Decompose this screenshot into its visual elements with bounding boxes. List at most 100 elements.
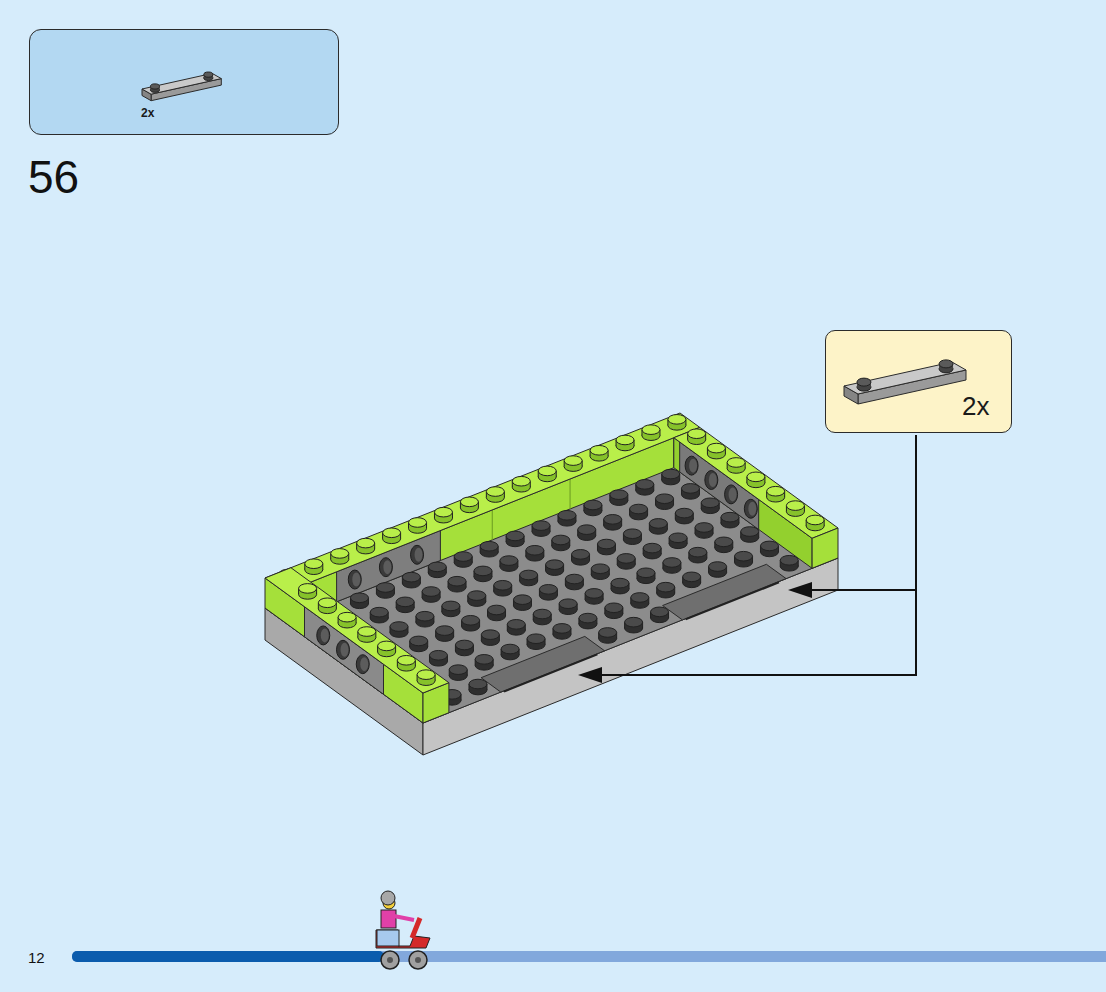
stud xyxy=(617,554,635,564)
stud xyxy=(357,538,375,548)
plate-slot xyxy=(663,564,787,620)
stud xyxy=(695,523,713,533)
stud xyxy=(331,549,349,559)
stud xyxy=(481,630,499,640)
stud xyxy=(651,607,669,617)
technic-hole xyxy=(411,545,424,564)
minifigure-scooter xyxy=(376,891,430,969)
quantity-label: 2x xyxy=(141,107,154,119)
stud xyxy=(643,543,661,553)
stud xyxy=(701,498,719,508)
wall-brick xyxy=(311,438,674,612)
technic-hole xyxy=(709,473,717,487)
stud xyxy=(564,456,582,466)
stud xyxy=(358,627,376,637)
stud xyxy=(526,545,544,555)
stud xyxy=(565,574,583,584)
stud xyxy=(338,612,356,622)
stud xyxy=(527,634,545,644)
stud xyxy=(422,587,440,597)
stud xyxy=(610,490,628,500)
stud xyxy=(402,572,420,582)
stud xyxy=(350,593,368,603)
technic-hole xyxy=(383,560,391,574)
step-number: 56 xyxy=(28,154,79,200)
stud xyxy=(616,435,634,445)
stud xyxy=(299,584,317,594)
plate-slot xyxy=(481,636,604,692)
stud xyxy=(657,582,675,592)
wheel xyxy=(409,951,427,969)
wall-top xyxy=(265,413,700,592)
stud xyxy=(370,607,388,617)
stud xyxy=(656,494,674,504)
stud xyxy=(378,641,396,651)
stud xyxy=(707,443,725,453)
stud xyxy=(636,480,654,490)
stud xyxy=(597,539,615,549)
leader-line xyxy=(808,589,916,591)
technic-hole xyxy=(379,558,392,577)
stud xyxy=(735,551,753,561)
stud xyxy=(436,626,454,636)
stud xyxy=(475,655,493,665)
stud xyxy=(623,529,641,539)
stud xyxy=(760,541,778,551)
technic-hole xyxy=(352,573,360,587)
progress-fill xyxy=(72,951,384,962)
plate-slot xyxy=(686,582,779,619)
stud xyxy=(599,628,617,638)
stud xyxy=(494,580,512,590)
stud xyxy=(649,519,667,529)
wheel xyxy=(381,951,399,969)
wall-top xyxy=(674,427,838,538)
technic-hole xyxy=(705,471,718,490)
stud xyxy=(448,576,466,586)
stud xyxy=(546,560,564,570)
stud xyxy=(486,487,504,497)
stud xyxy=(488,605,506,615)
stud xyxy=(538,466,556,476)
stud xyxy=(480,541,498,551)
stud xyxy=(604,515,622,525)
stud xyxy=(506,531,524,541)
stud xyxy=(780,555,798,565)
stud xyxy=(376,583,394,593)
stud xyxy=(559,599,577,609)
stud xyxy=(637,568,655,578)
stud xyxy=(741,527,759,537)
stud xyxy=(857,378,871,386)
stud xyxy=(675,508,693,518)
minifig-torso xyxy=(381,910,396,928)
stud xyxy=(578,525,596,535)
stud xyxy=(474,566,492,576)
stud xyxy=(669,533,687,543)
stud xyxy=(449,665,467,675)
leader-line xyxy=(600,435,916,675)
stud xyxy=(460,497,478,507)
progress-bar xyxy=(72,951,1106,962)
wall-top xyxy=(265,568,449,693)
parts-box: 2x xyxy=(29,29,339,135)
stud xyxy=(434,507,452,517)
plate-slot xyxy=(504,654,597,691)
stud xyxy=(454,552,472,562)
technic-hole xyxy=(317,626,330,645)
stud xyxy=(688,429,706,439)
stud xyxy=(533,609,551,619)
arrowhead xyxy=(788,582,812,598)
part-icon xyxy=(30,30,340,136)
arrowhead xyxy=(578,667,602,683)
stud xyxy=(572,550,590,560)
stud xyxy=(579,613,597,623)
stud xyxy=(584,500,602,510)
technic-hole xyxy=(360,657,368,671)
stud xyxy=(428,562,446,572)
technic-hole xyxy=(729,487,737,501)
technic-hole xyxy=(321,628,329,642)
progress-track xyxy=(72,951,1106,962)
stud xyxy=(553,624,571,634)
stud xyxy=(409,518,427,528)
stud xyxy=(590,445,608,455)
stud xyxy=(397,655,415,665)
